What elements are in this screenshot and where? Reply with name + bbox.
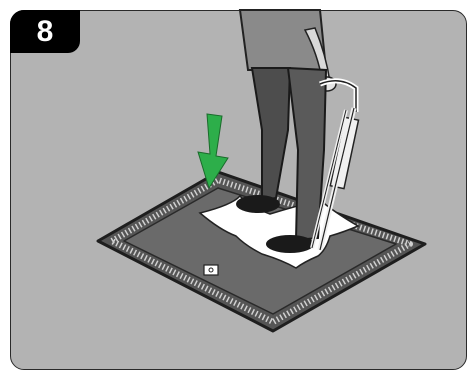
right-shoe xyxy=(266,235,314,253)
left-shoe xyxy=(236,195,280,213)
step-number: 8 xyxy=(37,17,54,47)
step-number-badge: 8 xyxy=(10,10,80,53)
mat-label-icon xyxy=(204,265,218,275)
